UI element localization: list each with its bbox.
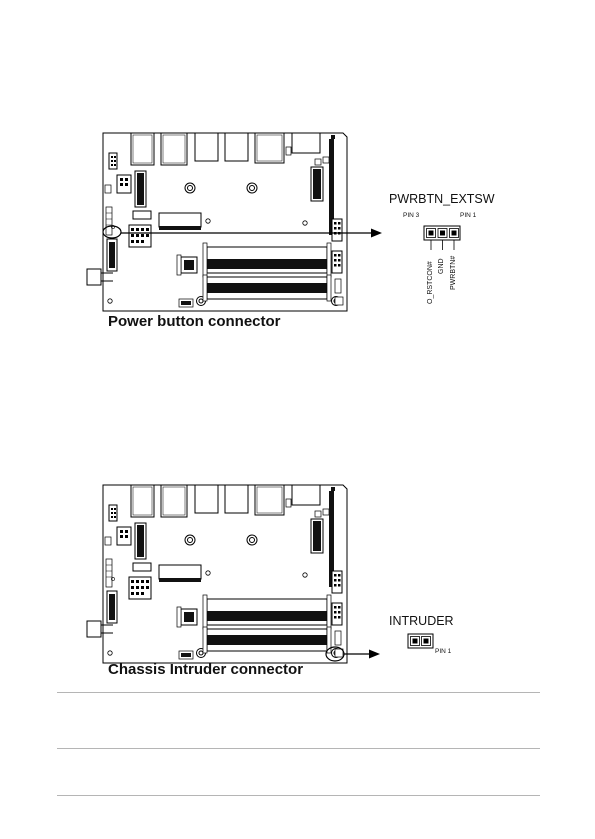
divider-line-bottom bbox=[57, 795, 540, 796]
intruder-pin-1-label: PIN 1 bbox=[435, 648, 451, 655]
pin-1-label: PIN 1 bbox=[460, 212, 476, 219]
power-button-caption: Power button connector bbox=[108, 313, 281, 330]
pwrbtn-header-icon bbox=[424, 226, 460, 250]
signal-label-pwrbtn: PWRBTN# bbox=[450, 256, 457, 290]
pwrbtn-header-title: PWRBTN_EXTSW bbox=[389, 192, 495, 206]
pin-3-label: PIN 3 bbox=[403, 212, 419, 219]
signal-label-o-rstcon: O_RSTCON# bbox=[427, 261, 434, 304]
motherboard-diagram-icon-2 bbox=[87, 485, 347, 663]
divider-line-middle bbox=[57, 748, 540, 749]
pointer-arrow-icon-2 bbox=[344, 650, 380, 659]
signal-label-gnd: GND bbox=[438, 258, 445, 274]
intruder-header-title: INTRUDER bbox=[389, 614, 454, 628]
divider-line-top bbox=[57, 692, 540, 693]
intruder-header-icon bbox=[408, 634, 433, 648]
chassis-intruder-caption: Chassis Intruder connector bbox=[108, 661, 303, 678]
motherboard-diagram-icon bbox=[87, 133, 347, 311]
